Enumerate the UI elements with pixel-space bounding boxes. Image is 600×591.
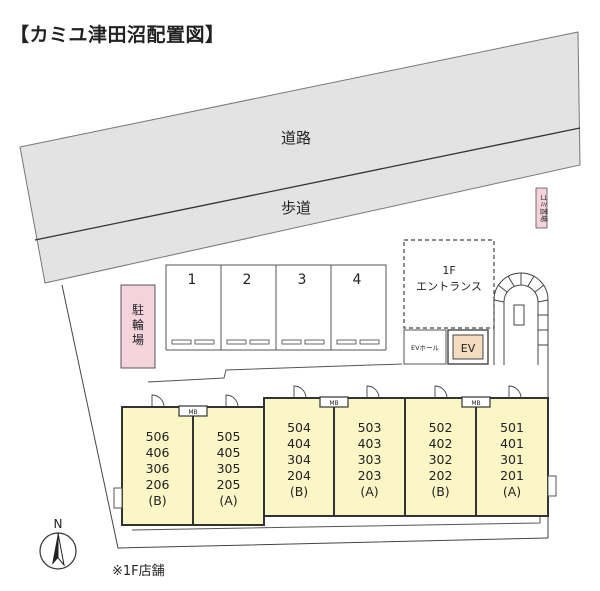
room-number: 305	[217, 461, 241, 476]
room-number: 504	[287, 420, 311, 435]
svg-text:MB: MB	[188, 409, 197, 416]
north-arrow-icon	[39, 532, 77, 570]
svg-text:MB: MB	[329, 400, 338, 407]
room-number: 202	[429, 468, 453, 483]
entrance-label-1: 1F	[442, 264, 455, 277]
room-number: 306	[146, 461, 170, 476]
ev-hall-label: EVホール	[411, 344, 440, 352]
room-number: 301	[500, 452, 524, 467]
room-number: 406	[146, 445, 170, 460]
unit-type: (A)	[219, 493, 237, 508]
room-number: 304	[287, 452, 311, 467]
elevator	[452, 334, 484, 360]
room-number: 302	[429, 452, 453, 467]
parking-space-number: 2	[243, 272, 252, 288]
parking-space-2: 2	[220, 264, 277, 351]
sidewalk-label: 歩道	[281, 199, 311, 217]
meter-box: MB	[178, 405, 208, 417]
bicycle-parking	[120, 284, 156, 369]
room-number: 405	[217, 445, 241, 460]
parking-space-number: 4	[353, 272, 362, 288]
room-number: 404	[287, 436, 311, 451]
parking-space-4: 4	[330, 264, 387, 351]
entrance-label-2: エントランス	[416, 280, 482, 293]
room-number: 206	[146, 477, 170, 492]
room-number: 506	[146, 429, 170, 444]
room-number: 204	[287, 468, 311, 483]
footnote: ※1F店舗	[112, 564, 165, 579]
room-number: 505	[217, 429, 241, 444]
meter-box: MB	[461, 396, 491, 408]
page-title: 【カミユ津田沼配置図】	[10, 24, 225, 46]
parking-space-3: 3	[275, 264, 332, 351]
garbage-label: ゴミ置場	[540, 194, 549, 222]
unit-type: (B)	[290, 484, 308, 499]
road-label: 道路	[281, 129, 311, 147]
room-number: 503	[358, 420, 382, 435]
elevator-label: EV	[461, 342, 476, 355]
room-number: 502	[429, 420, 453, 435]
room-number: 201	[500, 468, 524, 483]
east-side-feature	[547, 475, 557, 497]
bicycle-parking-label: 駐輪場	[132, 302, 144, 347]
room-number: 501	[500, 420, 524, 435]
parking-space-number: 3	[298, 272, 307, 288]
room-number: 203	[358, 468, 382, 483]
unit-type: (B)	[431, 484, 449, 499]
sidewalk-curb-line	[34, 127, 581, 241]
parking-space-1: 1	[165, 264, 222, 351]
parking-space-number: 1	[188, 272, 197, 288]
unit-type: (B)	[148, 493, 166, 508]
west-side-feature	[113, 487, 123, 509]
room-number: 402	[429, 436, 453, 451]
ev-hall	[403, 329, 447, 365]
road-area	[19, 31, 581, 284]
north-label: N	[54, 517, 63, 531]
unit-type: (A)	[360, 484, 378, 499]
meter-box: MB	[319, 396, 349, 408]
parking-lot: 1 2 3 4	[165, 264, 387, 351]
unit-blocks: 506406306206(B)505405305205(A)5044043042…	[121, 385, 549, 526]
driveway-line	[147, 363, 403, 383]
room-number: 403	[358, 436, 382, 451]
room-number: 303	[358, 452, 382, 467]
garbage-area	[535, 187, 548, 229]
site-boundary	[61, 284, 549, 549]
unit-type: (A)	[503, 484, 521, 499]
room-number: 401	[500, 436, 524, 451]
room-number: 205	[217, 477, 241, 492]
stair	[493, 272, 549, 365]
entrance-area	[403, 239, 495, 329]
svg-text:MB: MB	[471, 400, 480, 407]
